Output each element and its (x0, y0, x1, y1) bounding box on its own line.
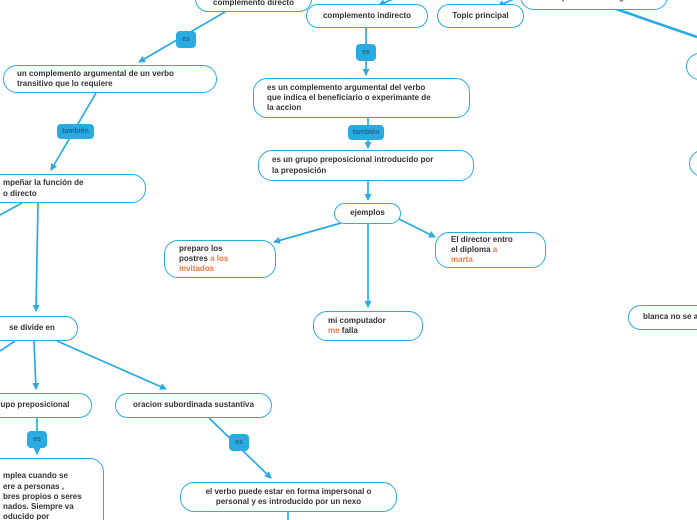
node-label: mpeñar la función de o directo (3, 178, 84, 198)
node-label: es un grupo preposicional introducido po… (272, 155, 434, 175)
node-label: mplea cuando se ere a personas , bres pr… (3, 471, 82, 520)
edge-divide-grupoprep (32, 340, 40, 390)
node-label: grupo preposicional (0, 400, 70, 410)
connector-label-es[interactable]: es (356, 44, 376, 61)
node-label: se divide en (9, 323, 55, 333)
node-label: complemento directo (213, 0, 294, 7)
node-label: complemento indirecto (322, 10, 411, 20)
node-se-emplea[interactable]: mplea cuando se ere a personas , bres pr… (0, 458, 104, 520)
node-label: preparo los postres a los invitados (179, 243, 229, 274)
node-label: el verbo puede estar en forma impersonal… (205, 486, 372, 506)
node-definicion-indirecto[interactable]: es un complemento argumental del verbo q… (253, 78, 470, 118)
edge-regimen-offscreen (615, 7, 697, 39)
node-ejemplo-computador[interactable]: mi computador me falla (313, 311, 423, 341)
highlighted-text: a marta (451, 244, 498, 265)
node-label: mi computador me falla (328, 315, 386, 335)
node-partial-right-1[interactable] (686, 53, 697, 80)
node-complemento-indirecto[interactable]: complemento indirecto (306, 4, 428, 28)
node-partial-right-2[interactable] (689, 150, 697, 177)
node-ejemplo-blanca[interactable]: blanca no se a (628, 305, 697, 330)
node-label: blanca no se a (643, 312, 697, 322)
node-label: El director entro el diploma a marta (451, 234, 513, 265)
node-funcion-directo[interactable]: mpeñar la función de o directo (0, 174, 146, 203)
node-label: Topic principal (452, 10, 509, 20)
edge-ejemplos-director (398, 218, 436, 238)
node-label: complemento de régimen (546, 0, 643, 3)
edge-funcion-offscreen (0, 202, 23, 216)
node-complemento-directo[interactable]: complemento directo (195, 0, 312, 12)
connector-label-es[interactable]: es (27, 431, 47, 448)
highlighted-text: a los invitados (179, 253, 229, 274)
node-label: es un complemento argumental del verbo q… (267, 82, 431, 113)
node-ejemplos[interactable]: ejemplos (334, 203, 401, 224)
edge-ejemplos-preparo (273, 222, 342, 244)
node-label: un complemento argumental de un verbo tr… (17, 68, 174, 88)
connector-label-es[interactable]: es (229, 434, 249, 451)
edge-divide-offscreen (0, 340, 16, 352)
node-ejemplo-preparo[interactable]: preparo los postres a los invitados (164, 240, 276, 278)
edge-funcion-divide (32, 202, 40, 312)
connector-label-tambien[interactable]: también (348, 125, 384, 140)
highlighted-text: me (328, 326, 340, 335)
connector-label-es[interactable]: es (176, 31, 196, 48)
node-grupo-preposicional[interactable]: grupo preposicional (0, 393, 92, 418)
node-oracion-subordinada[interactable]: oracion subordinada sustantiva (115, 393, 272, 418)
node-se-divide-en[interactable]: se divide en (0, 316, 78, 341)
node-definicion-directo[interactable]: un complemento argumental de un verbo tr… (3, 65, 217, 93)
node-definicion-grupo-preposicional[interactable]: es un grupo preposicional introducido po… (258, 150, 474, 181)
node-label: oracion subordinada sustantiva (133, 400, 254, 410)
edge-divide-oracion (56, 340, 167, 390)
connector-label-tambien[interactable]: también (57, 124, 94, 139)
node-topic-principal[interactable]: Topic principal (437, 4, 524, 28)
node-label: ejemplos (350, 208, 385, 218)
node-complemento-de-regimen[interactable]: complemento de régimen (520, 0, 668, 10)
node-el-verbo[interactable]: el verbo puede estar en forma impersonal… (180, 482, 397, 512)
node-ejemplo-director[interactable]: El director entro el diploma a marta (435, 232, 546, 268)
